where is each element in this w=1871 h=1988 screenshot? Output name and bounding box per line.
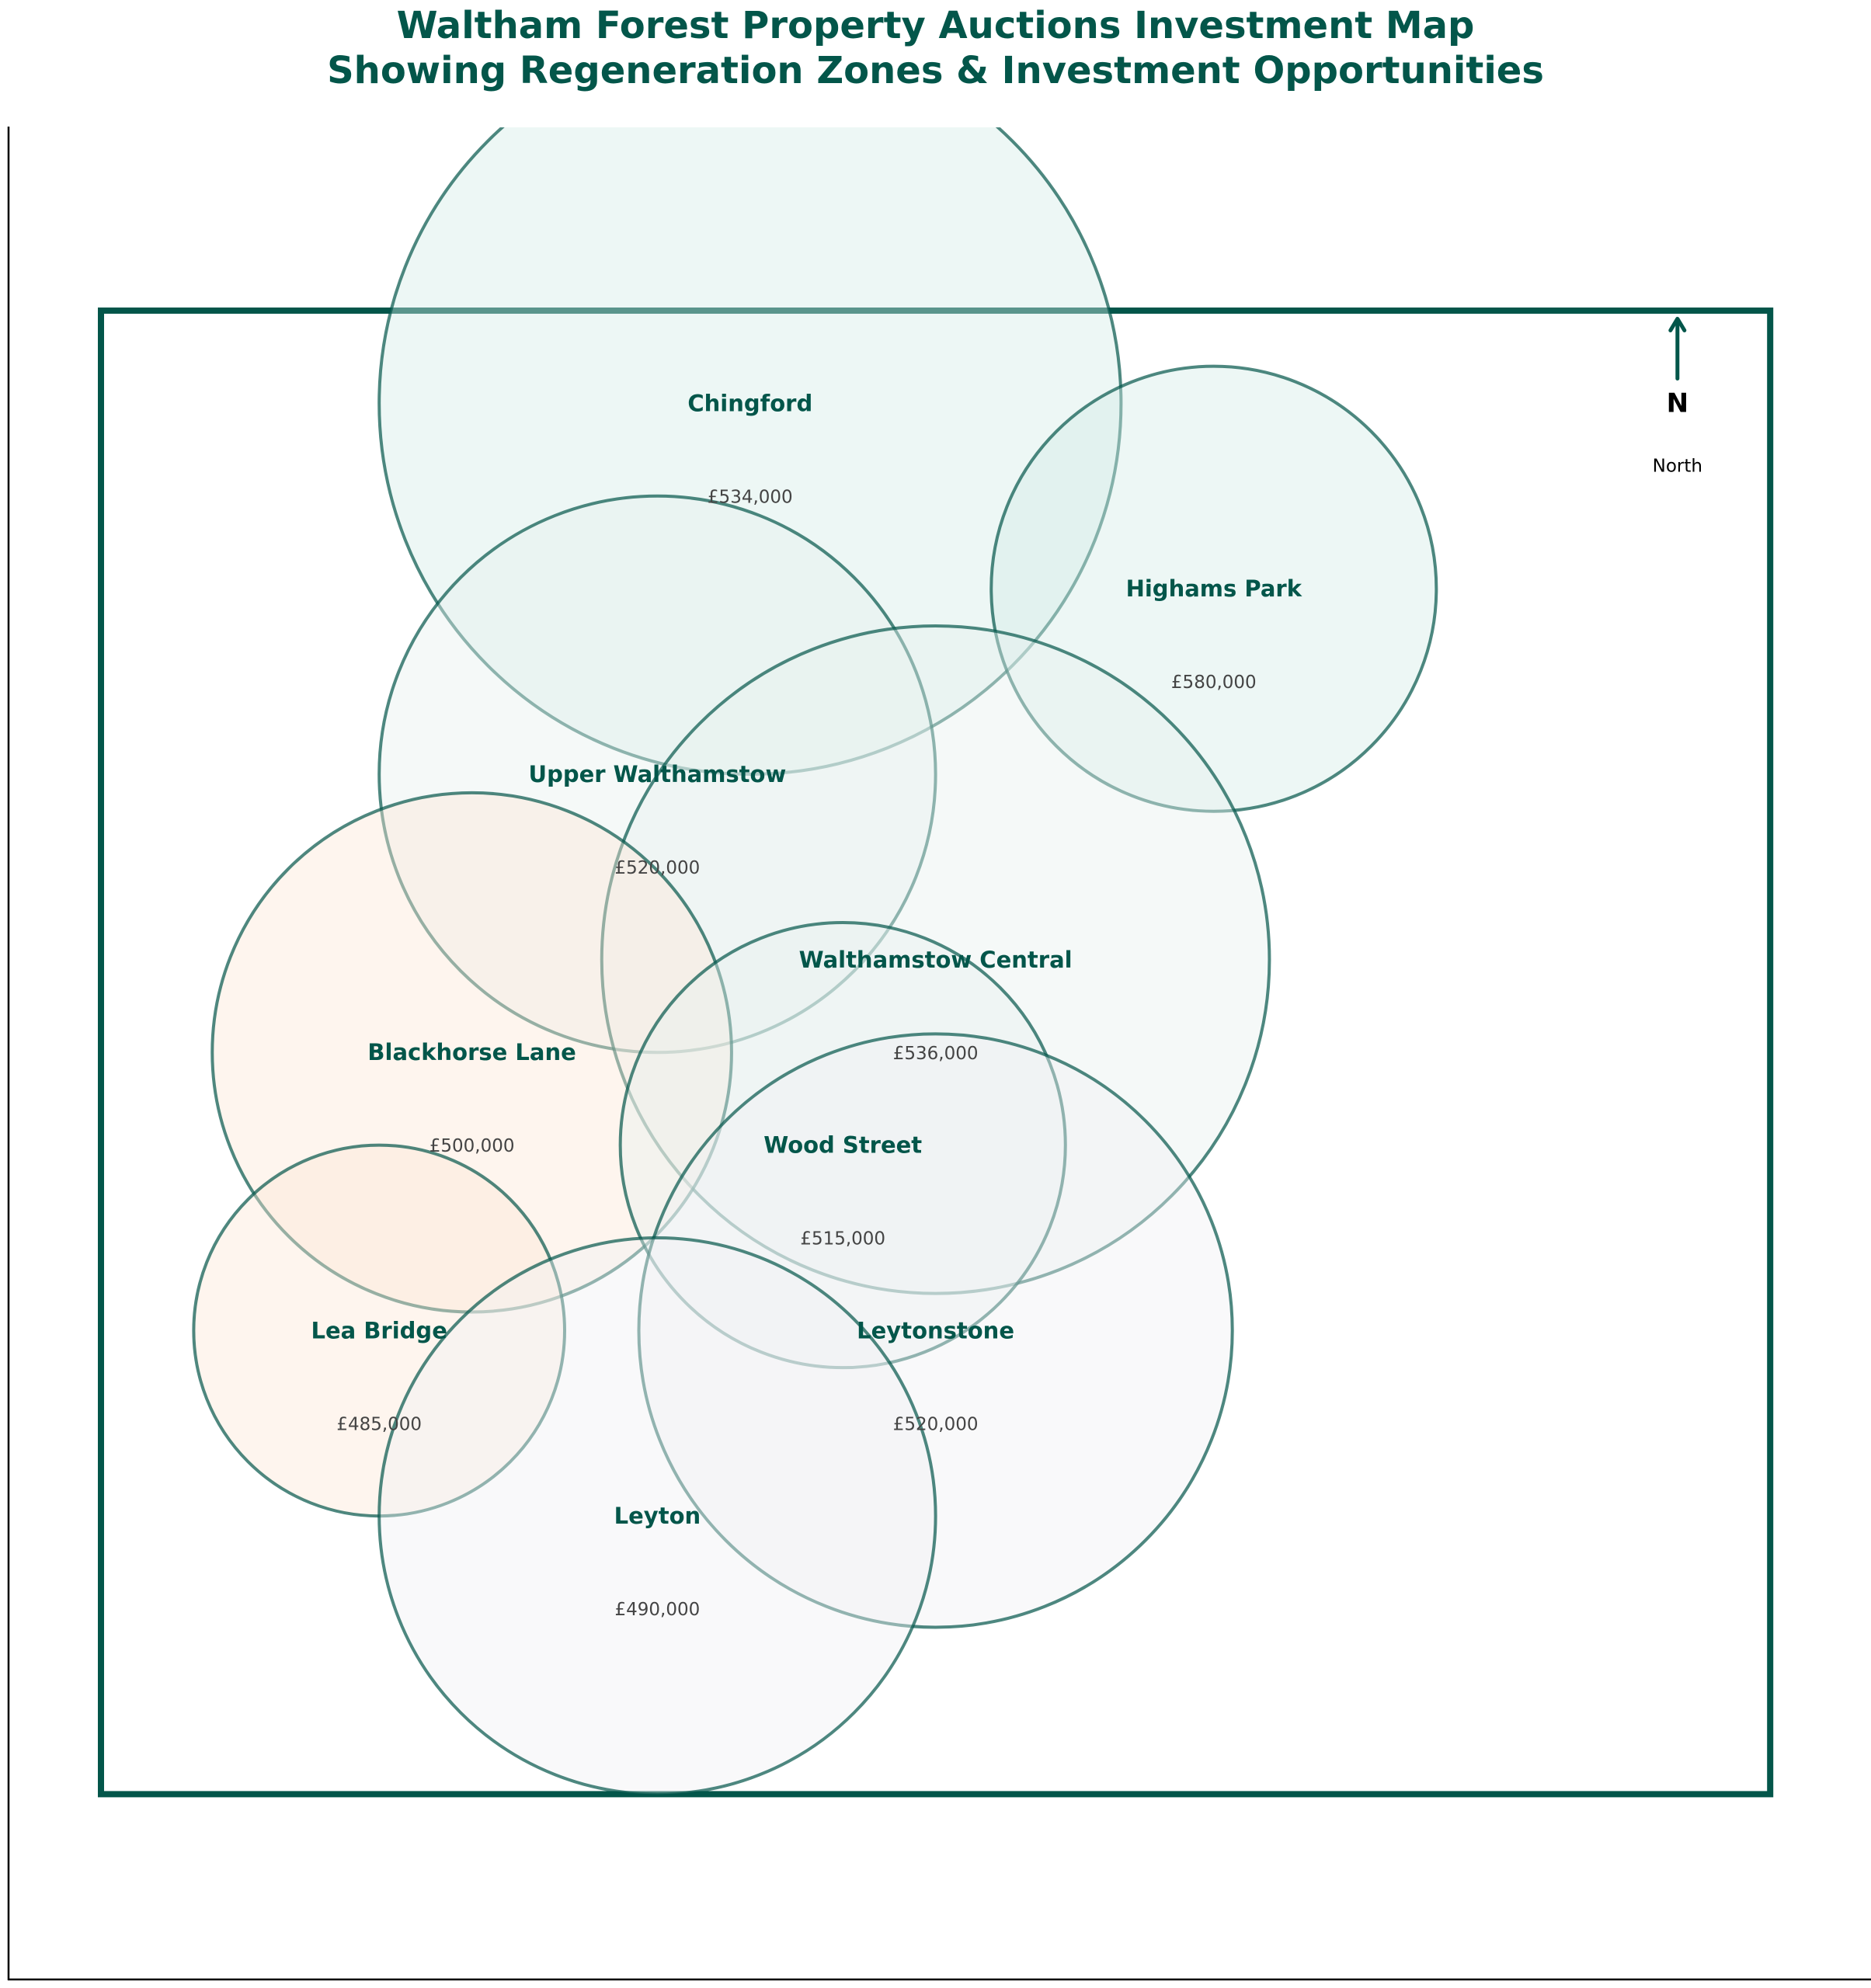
zone-price-label: £534,000 (708, 487, 793, 507)
zone-price-label: £520,000 (615, 858, 701, 878)
zone-circle[interactable] (637, 1032, 1234, 1629)
map-title-line1: Waltham Forest Property Auctions Investm… (396, 4, 1475, 47)
zone-name-label: Blackhorse Lane (367, 1039, 576, 1065)
zone-name-label: Wood Street (763, 1132, 922, 1159)
zone-leytonstone[interactable] (637, 1032, 1234, 1629)
zone-price-label: £515,000 (800, 1229, 885, 1249)
zone-price-label: £536,000 (893, 1044, 979, 1064)
compass-label: North (1653, 456, 1702, 476)
zone-highams-park[interactable] (989, 364, 1438, 813)
zone-blackhorse-lane[interactable] (210, 791, 733, 1314)
zone-circle[interactable] (377, 1236, 937, 1796)
zone-price-label: £490,000 (615, 1600, 701, 1620)
zone-leyton[interactable] (377, 1236, 937, 1796)
map-title-line2: Showing Regeneration Zones & Investment … (327, 49, 1544, 92)
zone-circle[interactable] (377, 33, 1123, 776)
zone-name-label: Lea Bridge (311, 1317, 447, 1343)
zone-price-label: £485,000 (336, 1414, 422, 1434)
zone-name-label: Leyton (614, 1503, 701, 1529)
zone-name-label: Chingford (687, 390, 812, 416)
zone-name-label: Leytonstone (857, 1317, 1014, 1343)
zone-price-label: £520,000 (893, 1414, 979, 1434)
zone-name-label: Walthamstow Central (799, 947, 1073, 973)
zone-name-label: Highams Park (1126, 575, 1302, 602)
borough-boundary (98, 308, 1774, 1798)
zone-chingford[interactable] (377, 33, 1123, 776)
zone-walthamstow-central[interactable] (600, 624, 1271, 1295)
zone-circle[interactable] (210, 791, 733, 1314)
zone-circle[interactable] (600, 624, 1271, 1295)
zone-price-label: £500,000 (429, 1136, 515, 1156)
map-title: Waltham Forest Property Auctions Investm… (0, 0, 1871, 93)
zone-layer (192, 33, 1438, 1796)
compass-letter: N (1667, 388, 1688, 419)
zone-circle[interactable] (989, 364, 1438, 813)
north-arrow-head-icon (1668, 316, 1687, 332)
zone-price-label: £580,000 (1171, 673, 1257, 693)
zone-name-label: Upper Walthamstow (529, 761, 787, 787)
north-compass: N North (1653, 316, 1702, 476)
